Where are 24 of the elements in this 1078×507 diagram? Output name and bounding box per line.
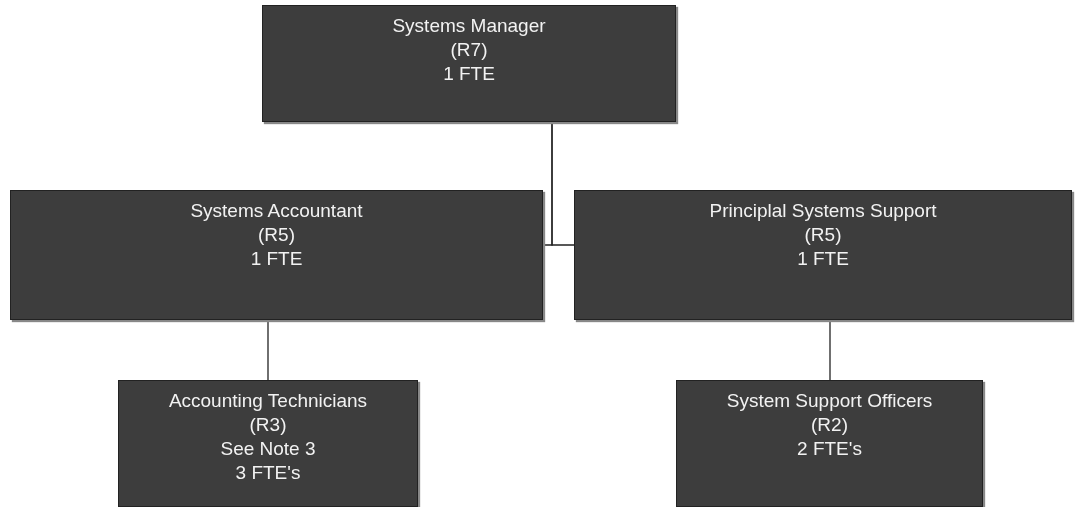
position-detail: (R7) bbox=[450, 38, 488, 62]
connector-line bbox=[829, 319, 831, 381]
position-title: Systems Manager bbox=[392, 14, 546, 38]
connector-line bbox=[267, 319, 269, 381]
position-detail: (R5) bbox=[258, 223, 295, 247]
position-detail: 3 FTE's bbox=[235, 461, 301, 485]
position-detail: (R3) bbox=[249, 413, 287, 437]
position-title: System Support Officers bbox=[726, 389, 933, 413]
position-detail: 1 FTE bbox=[797, 247, 849, 271]
position-detail: (R2) bbox=[811, 413, 848, 437]
position-box bbox=[574, 190, 1072, 320]
position-detail: (R5) bbox=[804, 223, 842, 247]
position-detail: 1 FTE bbox=[443, 62, 495, 86]
position-title: Accounting Technicians bbox=[168, 389, 368, 413]
position-box bbox=[10, 190, 543, 320]
position-detail: See Note 3 bbox=[220, 437, 316, 461]
position-title: Principlal Systems Support bbox=[709, 199, 937, 223]
position-box bbox=[676, 380, 983, 507]
position-detail: 1 FTE bbox=[250, 247, 303, 271]
position-detail: 2 FTE's bbox=[797, 437, 862, 461]
position-title: Systems Accountant bbox=[190, 199, 363, 223]
connector-line bbox=[551, 121, 575, 246]
position-box bbox=[262, 5, 676, 122]
position-box bbox=[118, 380, 418, 507]
